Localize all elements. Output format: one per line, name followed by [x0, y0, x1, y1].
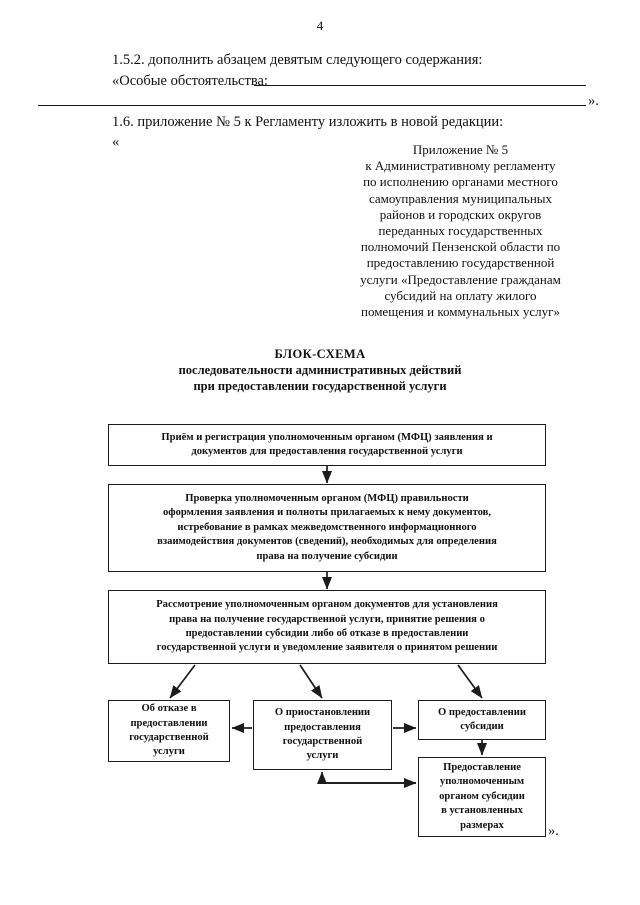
flow-box-line: Об отказе в — [141, 703, 197, 715]
flow-box-line: права на получение государственной услуг… — [169, 613, 485, 625]
appendix-line: районов и городских округов — [379, 206, 542, 222]
flow-box-review[interactable]: Рассмотрение уполномоченным органом доку… — [108, 590, 546, 664]
flow-box-verification[interactable]: Проверка уполномоченным органом (МФЦ) пр… — [108, 484, 546, 572]
flow-box-grant[interactable]: О предоставлении субсидии — [418, 700, 546, 740]
flow-box-line: органом субсидии — [439, 790, 525, 802]
flow-box-line: государственной услуги и уведомление зая… — [156, 642, 498, 654]
appendix-line: самоуправления муниципальных — [368, 190, 553, 206]
fill-in-rule-bottom — [38, 105, 586, 106]
flowchart-title-line-1: БЛОК-СХЕМА — [274, 347, 366, 361]
flow-box-payment[interactable]: Предоставление уполномоченным органом су… — [418, 757, 546, 837]
flow-box-line: предоставлении субсидии либо об отказе в… — [185, 628, 469, 639]
flow-box-line: права на получение субсидии — [256, 550, 398, 562]
flow-box-line: услуги — [306, 750, 339, 762]
flow-box-line: уполномоченным — [439, 776, 525, 788]
flow-box-line: предоставлении — [130, 717, 208, 729]
appendix-line: предоставлению государственной — [366, 255, 555, 271]
flowchart-title-line-2: последовательности административных дейс… — [178, 363, 462, 377]
appendix-line: по исполнению органами местного — [363, 174, 558, 190]
flow-box-line: предоставления — [284, 721, 361, 733]
flow-box-line: истребование в рамках межведомственного … — [177, 521, 477, 533]
appendix-line: услуги «Предоставление гражданам — [360, 271, 561, 287]
closing-quote-paragraph: ». — [588, 93, 599, 109]
opening-quote: « — [112, 134, 120, 150]
flow-box-line: в установленных — [441, 805, 523, 817]
flow-box-line: Приём и регистрация уполномоченным орган… — [161, 431, 493, 443]
flow-box-line: оформления заявления и полноты прилагаем… — [162, 507, 492, 519]
flow-box-line: Рассмотрение уполномоченным органом доку… — [156, 599, 498, 611]
appendix-line: к Административному регламенту — [365, 158, 556, 174]
flow-box-line: размерах — [460, 819, 504, 831]
flow-box-line: государственной — [129, 732, 209, 743]
appendix-header: Приложение № 5 к Административному регла… — [333, 142, 588, 320]
appendix-line: помещения и коммунальных услуг» — [361, 304, 560, 320]
flow-box-line: Предоставление — [443, 761, 521, 773]
flow-box-line: услуги — [153, 746, 185, 758]
page-number: 4 — [316, 18, 324, 33]
paragraph-1-6: 1.6. приложение № 5 к Регламенту изложит… — [112, 114, 504, 130]
flow-box-refusal[interactable]: Об отказе в предоставлении государственн… — [108, 700, 230, 762]
flowchart-title-line-3: при предоставлении государственной услуг… — [193, 379, 447, 393]
appendix-line: полномочий Пензенской области по — [360, 239, 561, 255]
flow-box-line: О предоставлении — [438, 706, 526, 718]
flow-box-line: государственной — [282, 736, 363, 747]
fill-in-rule-top — [254, 85, 586, 86]
flow-box-intake[interactable]: Приём и регистрация уполномоченным орган… — [108, 424, 546, 466]
flow-box-line: субсидии — [460, 721, 504, 732]
paragraph-special-circumstances: «Особые обстоятельства: — [112, 73, 268, 89]
flow-box-line: О приостановлении — [274, 707, 371, 719]
flowchart-title: БЛОК-СХЕМА последовательности администра… — [70, 346, 570, 394]
flow-box-line: Проверка уполномоченным органом (МФЦ) пр… — [185, 492, 469, 504]
paragraph-1-5-2: 1.5.2. дополнить абзацем девятым следующ… — [112, 52, 483, 68]
flow-box-line: документов для предоставления государств… — [191, 446, 463, 457]
appendix-line: переданных государственных — [378, 223, 543, 239]
flow-box-suspension[interactable]: О приостановлении предоставления государ… — [253, 700, 392, 770]
appendix-line: субсидий на оплату жилого — [384, 287, 537, 303]
flow-box-line: взаимодействия документов (сведений), не… — [157, 536, 497, 548]
appendix-line: Приложение № 5 — [412, 142, 509, 157]
flowchart-closing-quote: ». — [548, 823, 559, 839]
